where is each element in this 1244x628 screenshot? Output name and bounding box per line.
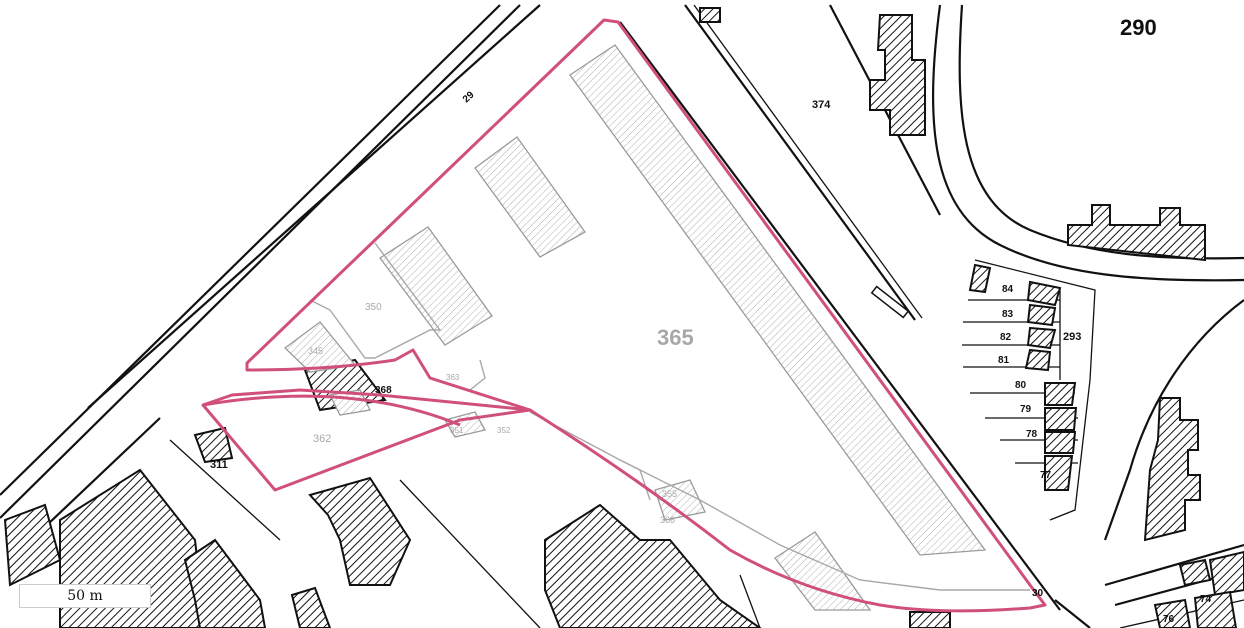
lot-label-83: 83 [1002,309,1014,320]
lot-label-78: 78 [1026,429,1038,440]
road-label-top: 29 [461,89,477,105]
road-edge-1 [0,4,501,496]
parcel-label-352: 352 [497,426,511,435]
buildings-grey [283,44,987,611]
road-curve-2 [958,4,1244,260]
road-edge-17 [399,479,541,628]
building [869,14,926,136]
lot-label-77: 77 [1040,470,1052,481]
parcel-label-350: 350 [365,302,382,313]
lot-label-84: 84 [1002,284,1014,295]
scale-bar-label: 50 m [67,588,103,604]
parcel-label-top-right: 290 [1120,15,1157,40]
existing-building [654,479,706,521]
parcel-label-311: 311 [210,459,228,471]
bridge-symbol [870,285,910,319]
lot-label-81: 81 [998,355,1010,366]
building [544,503,762,628]
road-edge-7 [693,4,923,319]
building [193,426,234,464]
existing-building [774,531,872,611]
road-edge-2 [0,4,521,519]
road-curve-1 [932,4,1244,282]
plot-boundary-sub[interactable] [201,388,532,492]
lot-label-74: 74 [1200,594,1212,605]
road-edge-15 [1054,599,1091,628]
building [1067,204,1206,262]
parcel-label-main: 365 [657,325,694,350]
existing-building [569,44,987,556]
existing-building [379,226,493,346]
parcel-label-362: 362 [313,433,331,445]
scale-bar: 50 m [19,584,151,608]
building [1178,558,1212,587]
parcel-labels: 365 290 374 293 362 350 345 368 363 351 … [210,15,1212,625]
road-label-bottom: 30 [1032,588,1044,599]
building [1026,326,1057,350]
parcel-label-366: 366 [660,515,675,525]
lot-label-79: 79 [1020,404,1032,415]
building [909,611,951,628]
road-edge-16 [169,439,281,541]
lot-label-76: 76 [1163,614,1175,625]
building [308,476,412,586]
building [699,7,721,23]
parcel-label-351: 351 [450,426,464,435]
road-edge-3 [87,4,541,409]
building [3,503,62,587]
building [1044,382,1077,406]
parcel-label-363: 363 [446,373,460,382]
existing-building [474,136,586,258]
parcel-label-293: 293 [1063,331,1081,343]
road-edge-11 [1104,543,1244,587]
road-edge-10 [1103,299,1244,541]
road-edge-6 [684,4,916,321]
building [1024,348,1052,372]
building [1044,407,1078,431]
building [1044,455,1074,491]
building [1153,598,1192,628]
building [1044,431,1077,454]
road-edge-5 [619,21,1061,611]
parcel-label-355: 355 [662,489,677,499]
lot-label-80: 80 [1015,380,1027,391]
parcel-line [469,359,486,391]
building [1143,397,1201,542]
building [1026,280,1062,307]
parcel-label-368: 368 [375,385,392,396]
building [183,538,267,628]
building [1193,590,1238,628]
block-outline [974,259,1096,521]
buildings-black [3,7,1244,628]
plot-boundary-main[interactable] [245,18,1047,613]
plot-boundary-inner [202,394,461,427]
parcel-lines [309,242,1030,591]
building [1208,550,1244,597]
parcel-label-345: 345 [308,346,323,356]
lot-label-82: 82 [1000,332,1012,343]
building [968,263,992,294]
building [290,586,332,628]
project-boundary[interactable] [201,18,1047,613]
parcel-line [309,242,442,359]
road-edge-18 [739,574,761,628]
parcel-label-374: 374 [812,99,831,111]
building [1026,303,1057,327]
